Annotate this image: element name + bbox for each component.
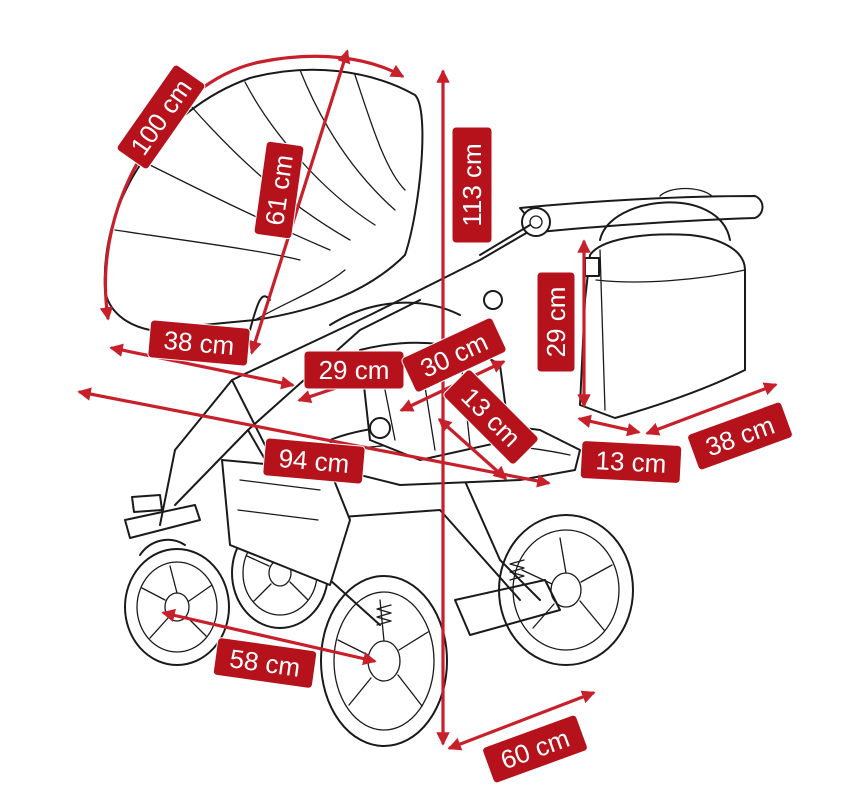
wheelbase-dimension-line — [161, 608, 377, 666]
dimension-label-seat-width: 29 cm — [303, 350, 405, 390]
svg-text:29 cm: 29 cm — [319, 355, 390, 385]
svg-text:29 cm: 29 cm — [541, 287, 571, 358]
dimension-label-bag-depth: 13 cm — [579, 440, 683, 484]
front-right-wheel — [498, 514, 634, 666]
hood-arc-dimension-line — [99, 54, 405, 321]
dimension-lines — [77, 49, 778, 751]
front-left-wheel — [320, 575, 448, 747]
bag-width-dimension-line — [645, 382, 778, 436]
rear-left-wheel — [124, 548, 230, 666]
dimension-label-bag-height: 29 cm — [536, 271, 576, 373]
track-width-dimension-line — [447, 690, 596, 751]
dimension-label-hood-height: 61 cm — [253, 140, 305, 240]
svg-text:113 cm: 113 cm — [457, 143, 487, 226]
bag-depth-dimension-line — [577, 414, 641, 437]
dimension-label-track-width: 60 cm — [482, 714, 588, 784]
svg-text:38 cm: 38 cm — [162, 325, 235, 361]
svg-text:13 cm: 13 cm — [595, 445, 667, 479]
dimension-label-wheelbase: 58 cm — [212, 637, 318, 689]
stroller-drawing — [103, 68, 764, 747]
hood-height-dimension-line — [248, 49, 351, 355]
dimension-label-total-length: 94 cm — [262, 437, 366, 485]
total-length-dimension-line — [77, 387, 551, 488]
dimension-label-carrycot-width: 38 cm — [147, 319, 251, 367]
carrycot-width-dimension-line — [109, 343, 295, 390]
dimension-label-total-height: 113 cm — [451, 126, 493, 244]
svg-text:94 cm: 94 cm — [277, 443, 350, 479]
